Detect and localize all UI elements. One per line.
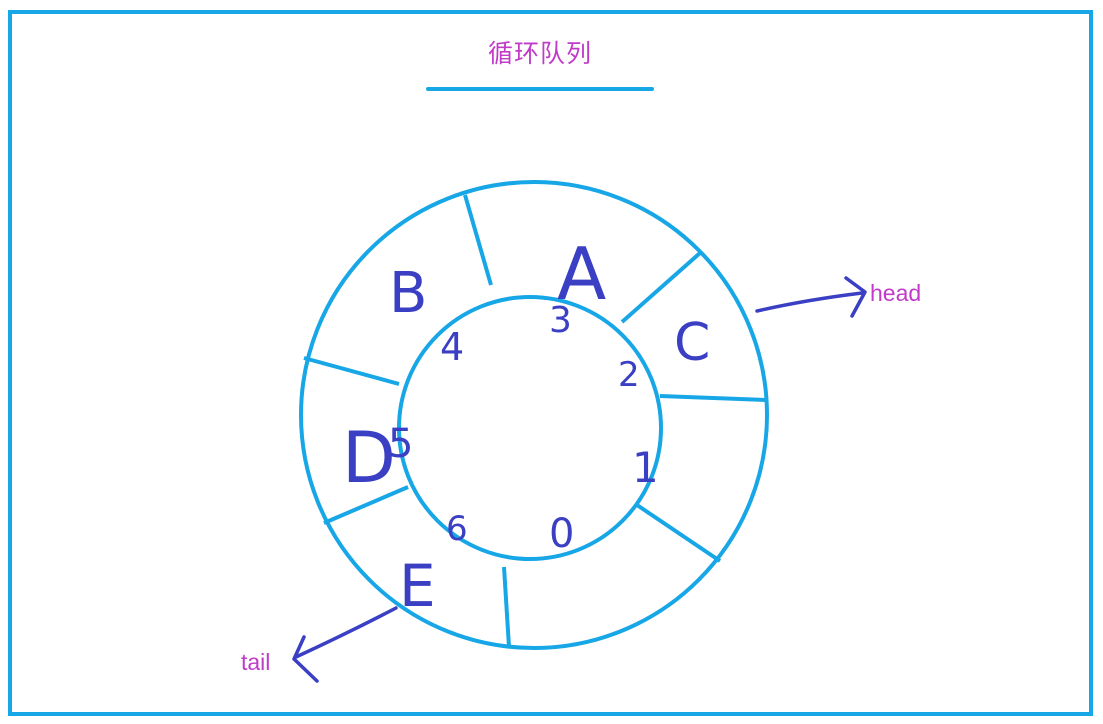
slot-index-1: 1: [632, 443, 659, 492]
slot-value-d: D: [342, 417, 396, 499]
head-pointer-arrow: [755, 276, 867, 318]
slot-index-0: 0: [549, 511, 574, 557]
slot-index-2: 2: [618, 355, 640, 395]
slot-value-a: A: [557, 232, 606, 316]
outer-ring: [299, 180, 769, 650]
slot-index-3: 3: [549, 300, 572, 341]
slot-index-5: 5: [388, 421, 413, 467]
head-label: head: [870, 280, 922, 306]
slot-value-c: C: [674, 313, 710, 373]
inner-ring: [397, 295, 663, 561]
slot-divider: [635, 503, 722, 563]
slot-divider: [323, 485, 409, 525]
slot-index-6: 6: [446, 509, 468, 549]
frame-border: [8, 10, 1093, 716]
slot-divider: [303, 356, 400, 386]
slot-value-e: E: [399, 552, 436, 620]
diagram-title: 循环队列: [487, 39, 592, 68]
slot-index-4: 4: [440, 325, 464, 369]
slot-value-b: B: [389, 261, 427, 326]
slot-divider: [620, 251, 702, 324]
slot-divider: [502, 566, 511, 648]
slot-divider: [659, 394, 767, 402]
tail-label: tail: [241, 649, 271, 675]
slot-divider: [463, 194, 493, 286]
tail-pointer-arrow: [292, 606, 398, 683]
